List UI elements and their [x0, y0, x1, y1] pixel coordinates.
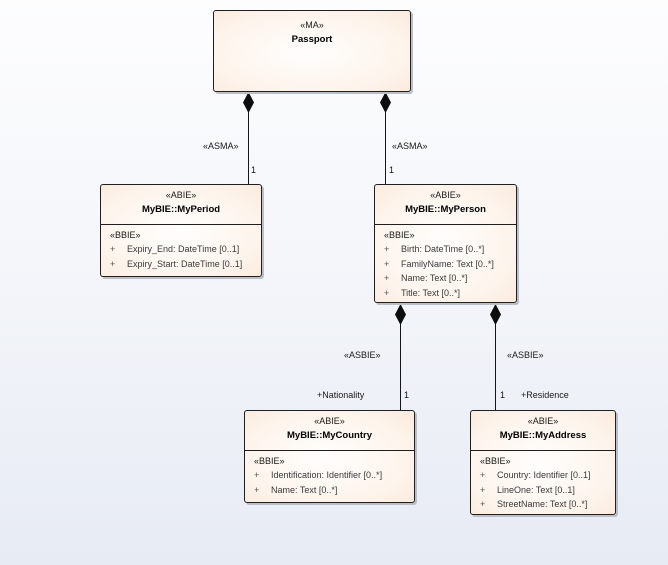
- connector-stereotype-label: «ASBIE»: [344, 350, 381, 360]
- multiplicity-label: 1: [251, 165, 257, 175]
- attribute-row: + Identification: Identifier [0..*]: [254, 470, 410, 481]
- attribute-text: Birth: DateTime [0..*]: [401, 244, 485, 254]
- attribute-text: Expiry_End: DateTime [0..1]: [127, 244, 240, 254]
- class-stereotype: «ABIE»: [165, 190, 197, 200]
- connector-passport-myperiod[interactable]: [248, 92, 249, 184]
- attribute-row: + Title: Text [0..*]: [384, 288, 512, 299]
- attribute-row: + Country: Identifier [0..1]: [480, 470, 611, 481]
- visibility-plus: +: [110, 258, 116, 269]
- attribute-stereotype: «BBIE»: [110, 230, 141, 240]
- composition-diamond-icon: [243, 92, 254, 113]
- class-name: MyBIE::MyPerson: [405, 204, 486, 215]
- class-myperiod[interactable]: «ABIE» MyBIE::MyPeriod «BBIE» + Expiry_E…: [100, 184, 262, 277]
- class-name: MyBIE::MyPeriod: [141, 204, 221, 215]
- visibility-plus: +: [384, 287, 390, 298]
- class-name: Passport: [291, 34, 333, 45]
- attribute-text: FamilyName: Text [0..*]: [401, 258, 494, 269]
- attribute-text: Country: Identifier [0..1]: [497, 470, 591, 480]
- multiplicity-label: 1: [389, 165, 395, 175]
- visibility-plus: +: [480, 470, 486, 480]
- attribute-row: + Expiry_End: DateTime [0..1]: [110, 244, 257, 255]
- attribute-text: Title: Text [0..*]: [401, 287, 461, 298]
- attribute-compartment: «BBIE» + Birth: DateTime [0..*] + Family…: [375, 224, 516, 299]
- class-name: MyBIE::MyAddress: [499, 430, 587, 441]
- class-header: «ABIE» MyBIE::MyPerson: [375, 185, 516, 224]
- role-label-nationality: +Nationality: [317, 390, 365, 400]
- attribute-row: + Birth: DateTime [0..*]: [384, 244, 512, 255]
- connector-stereotype-label: «ASMA»: [392, 141, 428, 151]
- visibility-plus: +: [110, 244, 116, 254]
- attribute-text: Name: Text [0..*]: [401, 273, 468, 283]
- connector-myperson-mycountry[interactable]: [400, 303, 401, 410]
- attribute-row: + Name: Text [0..*]: [254, 485, 410, 496]
- class-header: «MA» Passport: [214, 11, 410, 46]
- attribute-text: LineOne: Text [0..1]: [497, 484, 575, 495]
- class-myperson[interactable]: «ABIE» MyBIE::MyPerson «BBIE» + Birth: D…: [374, 184, 517, 303]
- attribute-text: Identification: Identifier [0..*]: [271, 470, 383, 480]
- attribute-stereotype: «BBIE»: [384, 230, 415, 240]
- role-label-residence: +Residence: [521, 390, 569, 400]
- connector-myperson-myaddress[interactable]: [495, 303, 496, 410]
- class-header: «ABIE» MyBIE::MyPeriod: [101, 185, 261, 224]
- attribute-compartment: «BBIE» + Expiry_End: DateTime [0..1] + E…: [101, 224, 261, 270]
- attribute-compartment: «BBIE» + Country: Identifier [0..1] + Li…: [471, 450, 615, 510]
- connector-passport-myperson[interactable]: [385, 92, 386, 184]
- attribute-row: + StreetName: Text [0..*]: [480, 499, 611, 510]
- visibility-plus: +: [254, 484, 260, 495]
- attribute-row: + Expiry_Start: DateTime [0..1]: [110, 259, 257, 270]
- visibility-plus: +: [384, 273, 390, 283]
- class-stereotype: «ABIE»: [527, 416, 559, 426]
- attribute-compartment: «BBIE» + Identification: Identifier [0..…: [245, 450, 414, 496]
- attribute-stereotype: «BBIE»: [254, 456, 285, 466]
- attribute-text: StreetName: Text [0..*]: [497, 499, 588, 509]
- class-mycountry[interactable]: «ABIE» MyBIE::MyCountry «BBIE» + Identif…: [244, 410, 415, 503]
- visibility-plus: +: [254, 470, 260, 480]
- attribute-row: + FamilyName: Text [0..*]: [384, 259, 512, 270]
- attribute-row: + Name: Text [0..*]: [384, 273, 512, 284]
- attribute-text: Expiry_Start: DateTime [0..1]: [127, 258, 243, 269]
- composition-diamond-icon: [490, 304, 501, 325]
- composition-diamond-icon: [395, 304, 406, 325]
- visibility-plus: +: [480, 484, 486, 495]
- composition-diamond-icon: [380, 92, 391, 113]
- multiplicity-label: 1: [404, 390, 410, 400]
- class-stereotype: «ABIE»: [314, 416, 345, 426]
- visibility-plus: +: [384, 244, 390, 254]
- class-stereotype: «ABIE»: [430, 190, 461, 200]
- connector-stereotype-label: «ASMA»: [203, 141, 239, 151]
- multiplicity-label: 1: [500, 390, 506, 400]
- connector-stereotype-label: «ASBIE»: [507, 350, 544, 360]
- attribute-row: + LineOne: Text [0..1]: [480, 485, 611, 496]
- class-stereotype: «MA»: [300, 20, 324, 30]
- class-header: «ABIE» MyBIE::MyAddress: [471, 411, 615, 450]
- attribute-text: Name: Text [0..*]: [271, 484, 338, 495]
- class-myaddress[interactable]: «ABIE» MyBIE::MyAddress «BBIE» + Country…: [470, 410, 616, 515]
- visibility-plus: +: [384, 258, 390, 269]
- class-header: «ABIE» MyBIE::MyCountry: [245, 411, 414, 450]
- visibility-plus: +: [480, 499, 486, 509]
- class-name: MyBIE::MyCountry: [287, 430, 372, 441]
- attribute-stereotype: «BBIE»: [480, 456, 511, 466]
- class-passport[interactable]: «MA» Passport: [213, 10, 411, 92]
